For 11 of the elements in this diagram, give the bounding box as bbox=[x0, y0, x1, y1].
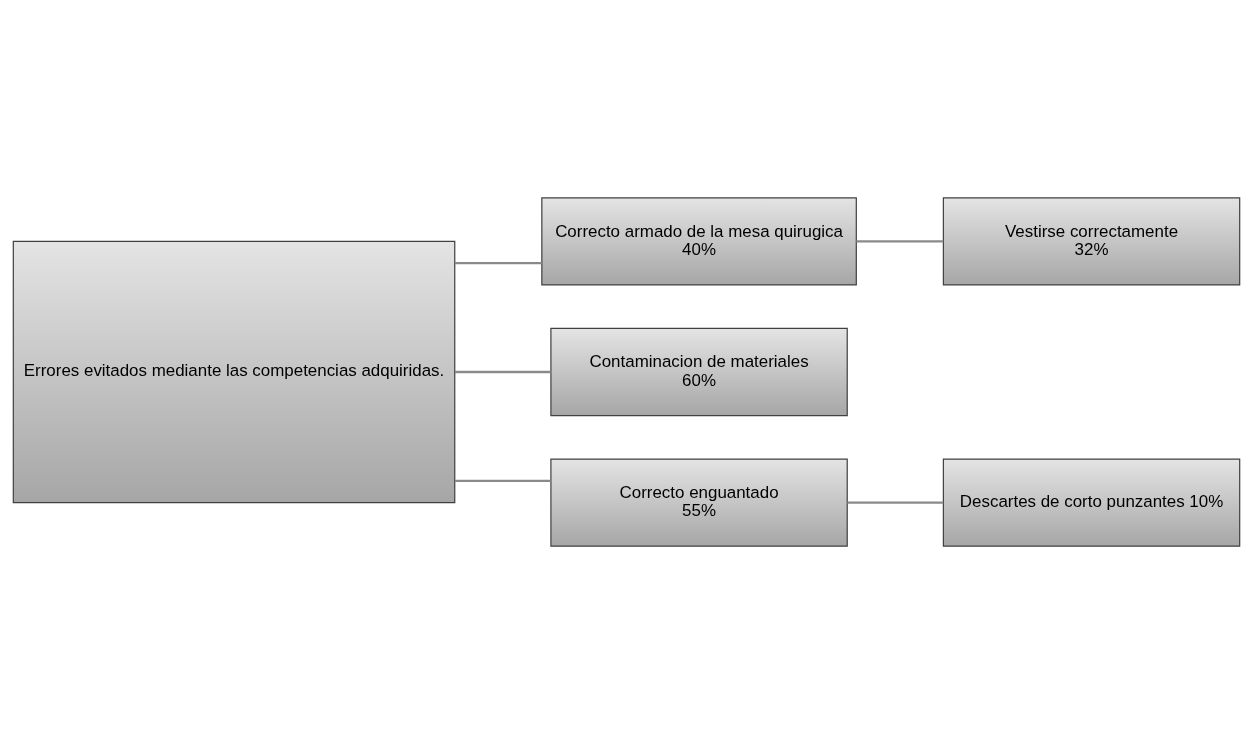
connector bbox=[454, 261, 542, 265]
node-box: Contaminacion de materiales 60% bbox=[550, 327, 848, 417]
node-box: Correcto enguantado 55% bbox=[550, 458, 848, 547]
connector bbox=[856, 240, 944, 243]
node-box: Vestirse correctamente 32% bbox=[942, 197, 1241, 286]
node-box: Correcto armado de la mesa quirugica 40% bbox=[541, 197, 857, 286]
connector bbox=[454, 479, 551, 483]
connector bbox=[847, 501, 944, 504]
connector bbox=[454, 370, 551, 374]
node-box: Descartes de corto punzantes 10% bbox=[942, 458, 1241, 547]
node-box: Errores evitados mediante las competencias adquiridas. bbox=[12, 240, 456, 504]
